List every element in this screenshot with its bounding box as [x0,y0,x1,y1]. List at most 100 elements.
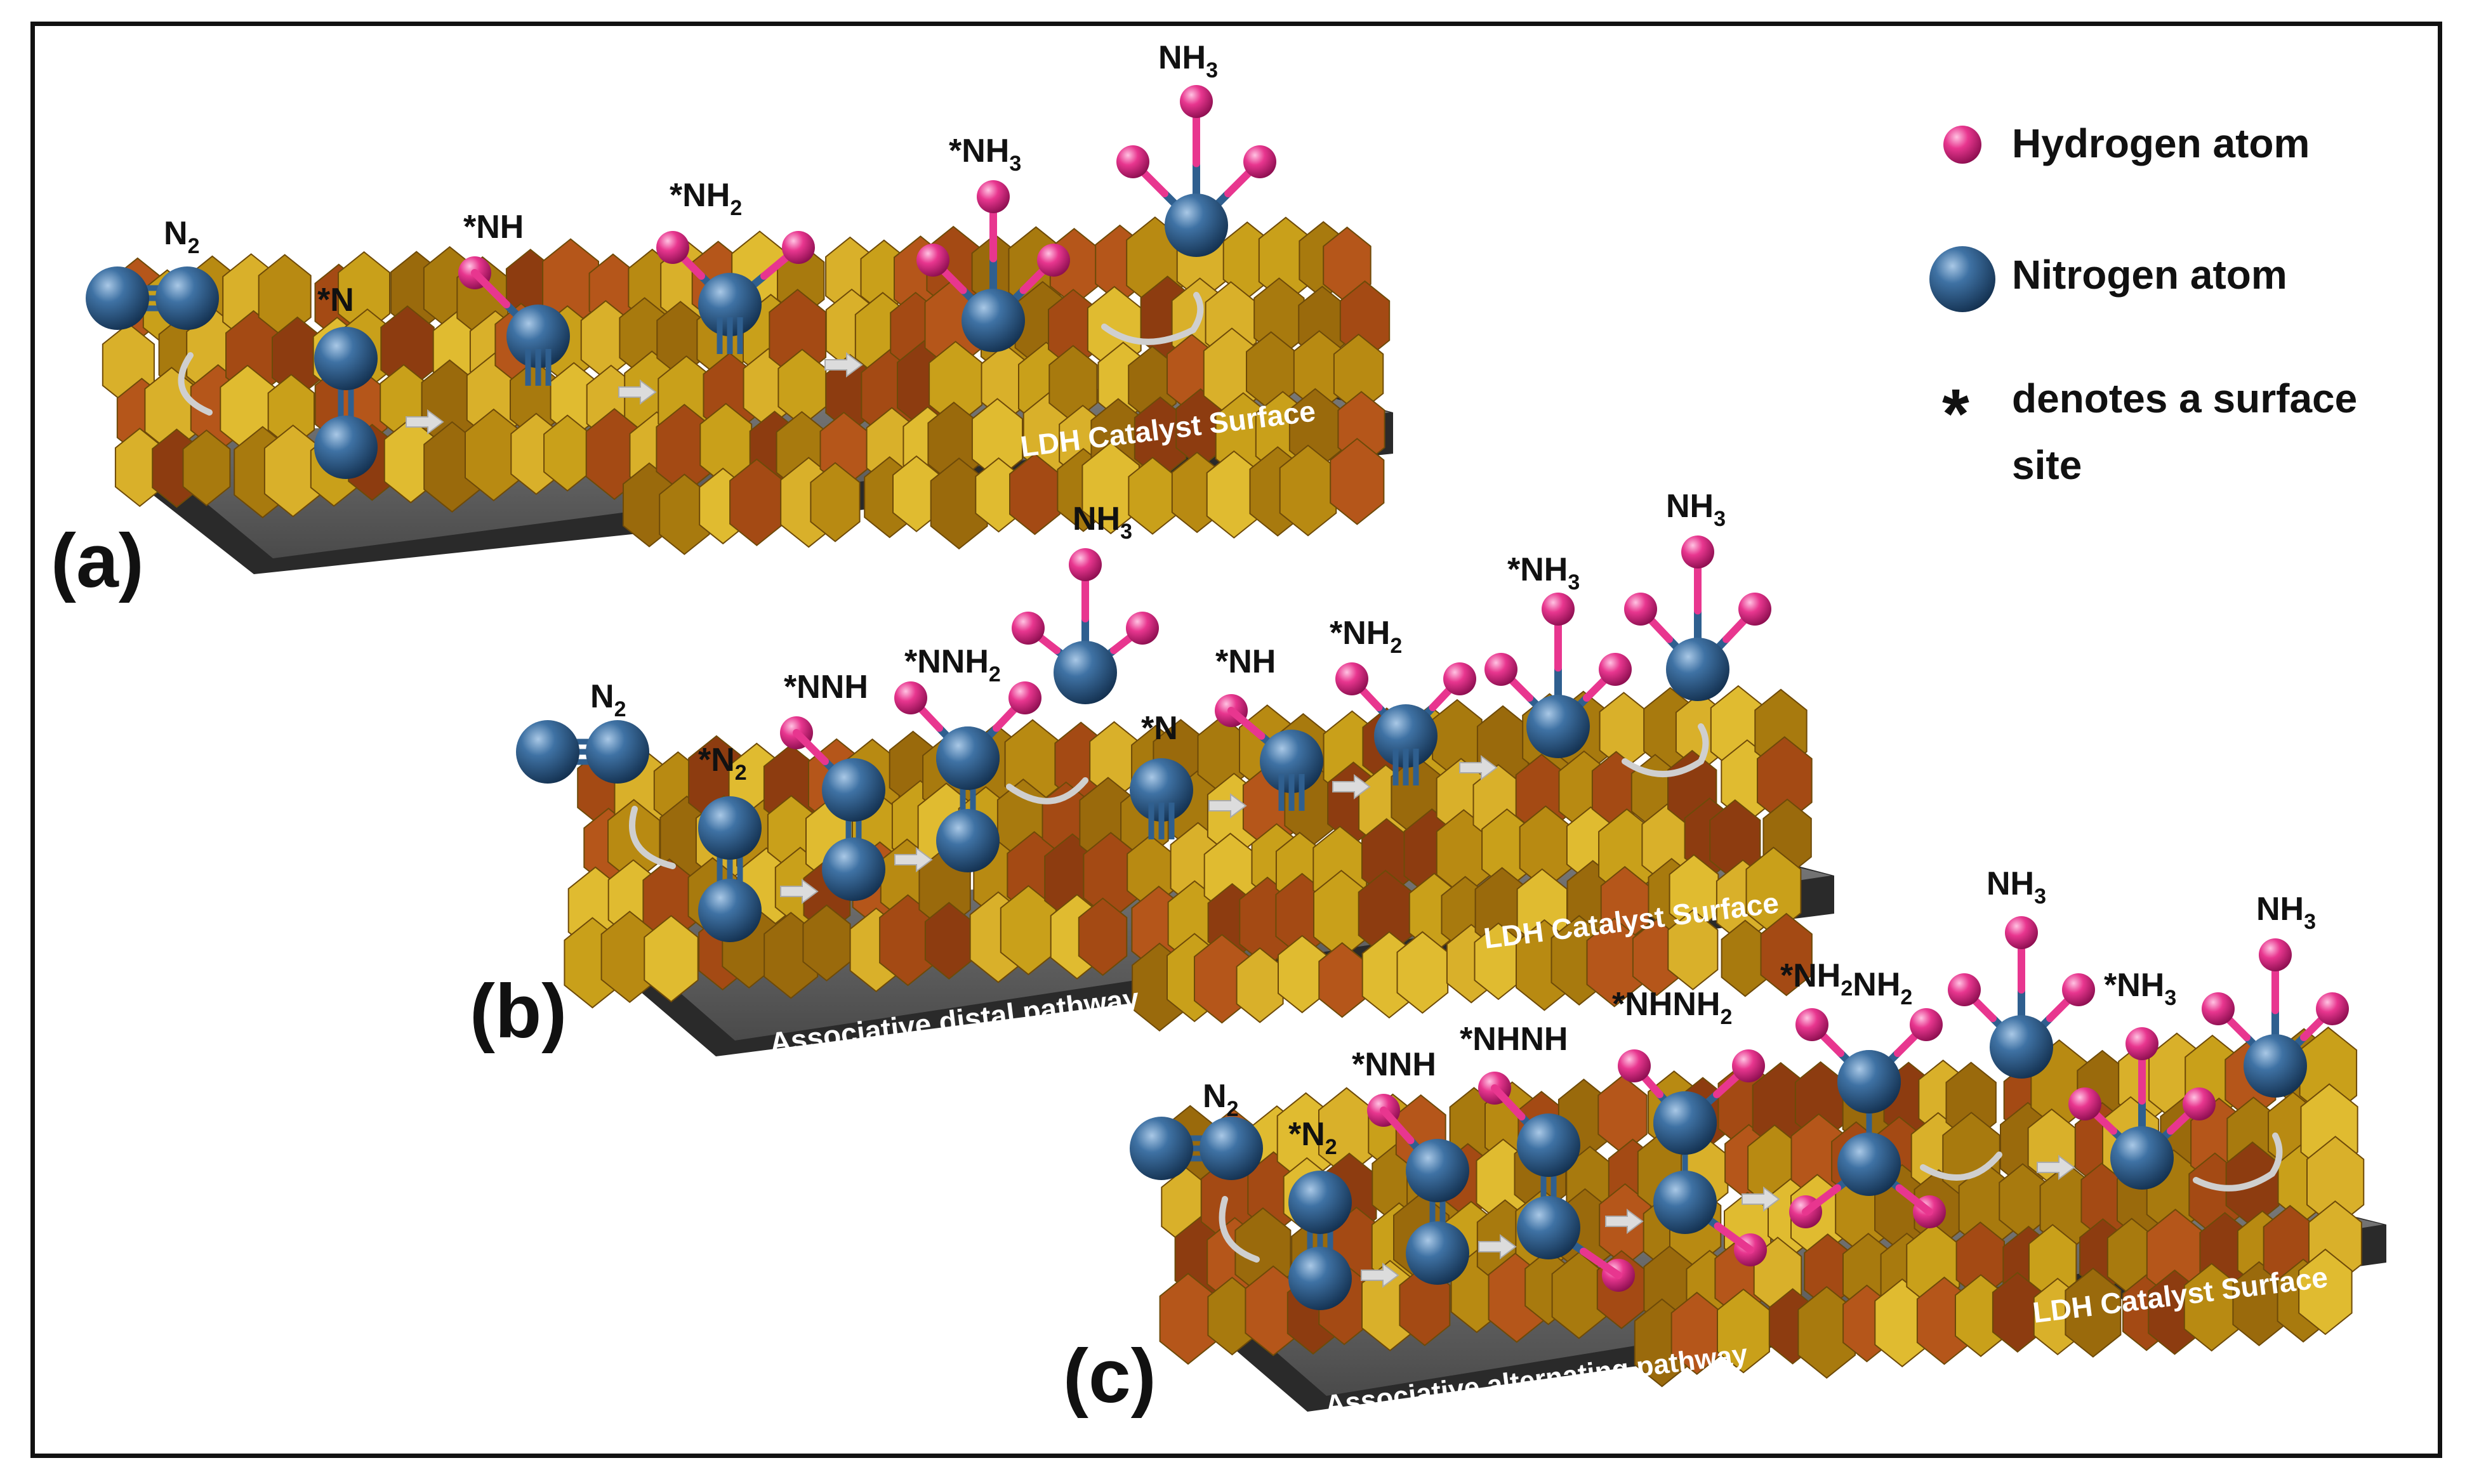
nitrogen-atom [1374,704,1438,768]
right-arrow-icon [1361,1263,1399,1288]
catalyst-hexagon [2298,1248,2353,1336]
nitrogen-atom [822,758,885,822]
label-nh3-c: *NH3 [2104,967,2176,1010]
panel-letter-c: (c) [1063,1334,1156,1419]
nitrogen-atom [698,273,762,336]
right-arrow-icon [1478,1234,1517,1259]
hydrogen-atom [2005,916,2038,949]
catalyst-hexagon [1399,1264,1451,1346]
catalyst-hexagon [182,429,231,506]
legend-surface-site-line2: site [2012,442,2082,488]
nitrogen-atom [822,837,885,901]
label-nnh-c: *NNH [1352,1046,1436,1083]
nitrogen-atom [314,416,378,479]
right-arrow-icon [2037,1155,2075,1180]
label-nh3-a: *NH3 [949,133,1021,176]
catalyst-hexagon [810,462,861,542]
label-n-b: *N [1141,710,1178,747]
hydrogen-atom [2316,992,2349,1025]
nitrogen-atom [1288,1247,1352,1310]
hydrogen-atom [1738,593,1771,626]
legend-surface-site-line1: denotes a surface [2012,376,2357,421]
nitrogen-atom [1130,1117,1193,1180]
nitrogen-atom [698,796,762,860]
hydrogen-atom [977,180,1010,213]
legend-asterisk-icon: * [1942,375,1969,453]
bond [1580,1247,1622,1279]
molecules-b [516,535,1771,942]
right-arrow-icon [824,352,863,378]
nitrogen-atom [1288,1171,1352,1234]
nitrogen-atom [314,327,378,390]
curved-arrow-icon [2193,1171,2275,1192]
label-nh-b: *NH [1215,643,1276,680]
hydrogen-atom [1624,593,1657,626]
label-nh2-a: *NH2 [670,177,742,220]
nitrogen-atom [1517,1113,1580,1177]
hydrogen-atom [1180,85,1213,118]
legend-hydrogen-icon [1943,126,1981,164]
nitrogen-atom [2244,1034,2307,1098]
hydrogen-atom [2183,1087,2216,1120]
nitrogen-atom [586,720,649,784]
nitrogen-atom [1526,695,1590,758]
curved-arrow-icon [629,806,676,869]
bond [471,269,510,308]
nitrogen-atom [1653,1091,1717,1155]
nitrogen-atom [155,266,219,330]
hydrogen-atom [656,231,689,264]
hydrogen-atom [1243,145,1276,178]
catalyst-hexagon [1667,909,1719,990]
nitrogen-atom [2110,1126,2174,1190]
hexagon-field-a [102,216,1391,555]
nitrogen-atom [1130,758,1193,822]
nitrogen-atom [1666,638,1729,701]
nitrogen-atom [1200,1117,1263,1180]
label-nhnh-c: *NHNH [1460,1021,1568,1058]
hydrogen-atom [1126,612,1159,645]
hydrogen-atom [1037,244,1070,277]
catalyst-hexagon [1081,442,1140,535]
right-arrow-icon [780,879,819,904]
nitrogen-atom [1653,1171,1717,1234]
curved-arrow-icon [178,352,213,416]
hydrogen-atom [1335,662,1368,695]
label-nh3-out-b: NH3 [1666,488,1726,531]
catalyst-hexagon [1760,912,1813,997]
hydrogen-atom [2068,1087,2101,1120]
molecules-a [86,85,1276,479]
label-nnh-b: *NNH [784,669,868,706]
nitrogen-atom [506,305,570,368]
hydrogen-atom [782,231,815,264]
catalyst-hexagon [1278,935,1327,1014]
curved-arrow-icon [1622,758,1704,777]
legend-hydrogen-label: Hydrogen atom [2012,121,2310,166]
hydrogen-atom [1443,662,1476,695]
hydrogen-atom [1008,681,1041,714]
nitrogen-atom [1517,1196,1580,1259]
catalyst-hexagon [802,904,851,982]
bond [1895,1184,1933,1216]
bond [1380,1106,1415,1145]
label-n2-c: N2 [1203,1078,1238,1121]
bond [793,729,829,765]
label-nnh2-b: *NNH2 [904,643,1001,686]
label-nh3-b: *NH3 [1507,551,1580,594]
bond [1491,1084,1526,1120]
label-n2-a: N2 [164,215,199,258]
nitrogen-atom [1054,641,1117,704]
label-n2s-b: *N2 [698,742,747,785]
legend: Hydrogen atom Nitrogen atom * denotes a … [1929,121,2357,488]
nitrogen-atom [1165,194,1228,257]
panel-letter-b: (b) [470,969,567,1054]
curved-arrow-icon [1219,1196,1260,1263]
nitrogen-atom [1837,1133,1901,1196]
right-arrow-icon [406,409,444,435]
label-n-a: *N [317,282,354,318]
right-arrow-icon [894,847,933,872]
right-arrow-icon [618,379,657,405]
panel-b: (b) Associative distal pathway LDH Catal… [470,488,1834,1060]
hexagon-field-b [564,685,1813,1032]
label-nhnh2-c: *NHNH2 [1612,986,1732,1029]
catalyst-hexagon [1330,438,1385,525]
